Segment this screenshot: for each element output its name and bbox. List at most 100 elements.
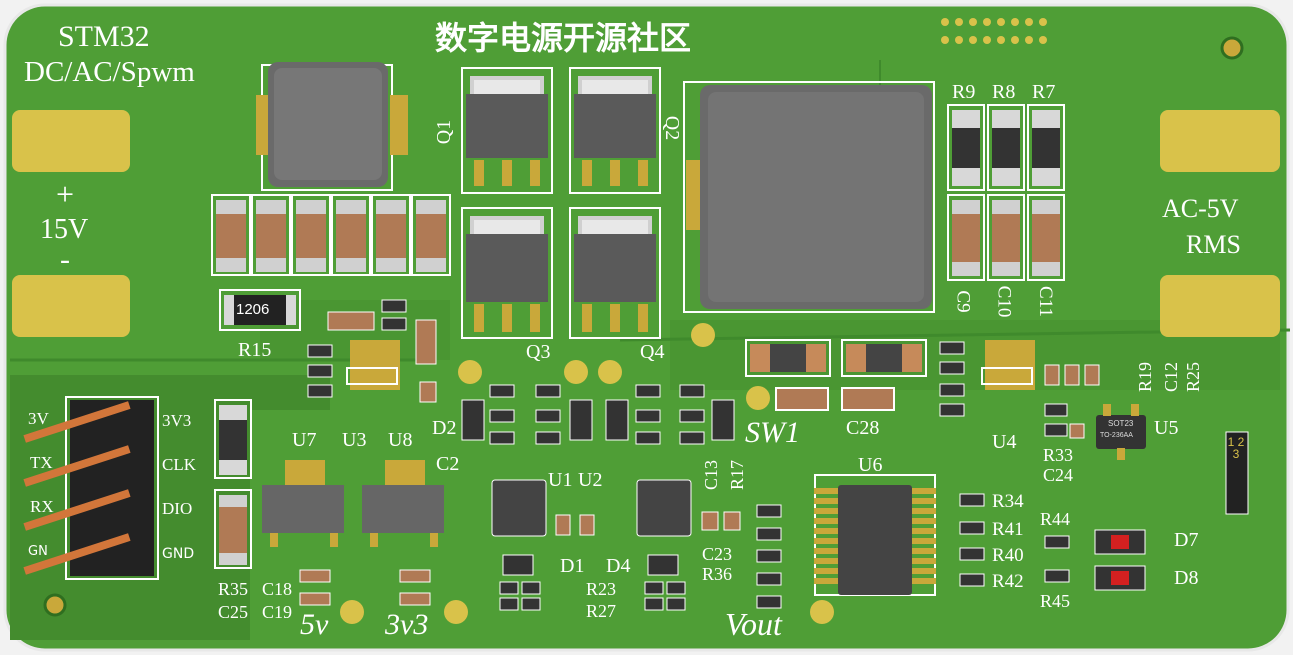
mounting-hole bbox=[43, 593, 67, 617]
capacitor-c28 bbox=[841, 387, 895, 411]
output-label-1: AC-5V bbox=[1162, 194, 1239, 223]
testpoint-5v-label: 5v bbox=[300, 608, 329, 641]
testpoint-5v bbox=[340, 600, 364, 624]
mounting-hole bbox=[1220, 36, 1244, 60]
label-r19: R19 bbox=[1135, 361, 1156, 393]
label-r25: R25 bbox=[1183, 361, 1204, 393]
label-r40: R40 bbox=[992, 545, 1024, 566]
header-right-pin-4: GND bbox=[162, 546, 195, 562]
testpoint-q3 bbox=[458, 360, 482, 384]
u5-marking-1: SOT23 bbox=[1108, 419, 1134, 428]
header-right-pin-2: CLK bbox=[162, 455, 196, 474]
transformer-pad bbox=[686, 160, 702, 230]
resistor-r15-outline bbox=[219, 289, 301, 331]
mosfet-q1 bbox=[461, 67, 553, 194]
pin-header-pins bbox=[23, 401, 131, 575]
ic-u5-pin bbox=[1117, 448, 1125, 460]
led-d8 bbox=[1094, 565, 1146, 591]
label-r7: R7 bbox=[1032, 81, 1056, 103]
inductor-sw-1 bbox=[745, 339, 831, 377]
label-r8: R8 bbox=[992, 81, 1016, 103]
label-c10: C10 bbox=[993, 285, 1015, 318]
label-u2: U2 bbox=[578, 469, 603, 491]
testpoint-q4 bbox=[598, 360, 622, 384]
input-minus-label: - bbox=[60, 243, 70, 276]
label-c24: C24 bbox=[1043, 465, 1074, 485]
ic-u6 bbox=[838, 485, 912, 595]
label-c19: C19 bbox=[262, 602, 293, 622]
mosfet-q2 bbox=[569, 67, 661, 194]
label-r41: R41 bbox=[992, 519, 1024, 540]
label-c9: C9 bbox=[952, 290, 974, 313]
label-u4: U4 bbox=[992, 431, 1017, 453]
ic-u6-pins bbox=[814, 488, 936, 584]
resistors-r7-r9 bbox=[947, 104, 1065, 191]
header-left-pin-2: TX bbox=[30, 453, 53, 472]
label-d7: D7 bbox=[1174, 529, 1199, 551]
label-c11: C11 bbox=[1034, 286, 1056, 317]
testpoint-3v3 bbox=[444, 600, 468, 624]
label-d8: D8 bbox=[1174, 567, 1199, 589]
label-r44: R44 bbox=[1040, 509, 1071, 529]
output-pad-1 bbox=[1160, 110, 1280, 172]
label-u8: U8 bbox=[388, 429, 413, 451]
ic-u5 bbox=[1096, 415, 1146, 449]
inductor-sw-1-core bbox=[770, 344, 806, 372]
testpoint-vout-label: Vout bbox=[725, 606, 782, 642]
led-d7-lens bbox=[1111, 535, 1129, 549]
label-u6: U6 bbox=[858, 454, 883, 476]
label-r33: R33 bbox=[1043, 445, 1074, 465]
mosfet-q4 bbox=[569, 207, 661, 339]
label-r23: R23 bbox=[586, 579, 617, 599]
inductor-sw-2 bbox=[841, 339, 927, 377]
header-right-pin-1: 3V3 bbox=[162, 411, 192, 430]
inductor-l1-pad bbox=[390, 95, 408, 155]
testpoint-q3b bbox=[564, 360, 588, 384]
ic-u1 bbox=[491, 479, 547, 537]
ic-u2 bbox=[636, 479, 692, 537]
brand-line-2: DC/AC/Spwm bbox=[24, 56, 195, 88]
label-d4: D4 bbox=[606, 555, 631, 577]
label-q4: Q4 bbox=[640, 341, 665, 363]
input-voltage-label: 15V bbox=[40, 214, 89, 245]
testpoint-vout bbox=[810, 600, 834, 624]
transformer-outline bbox=[683, 81, 935, 313]
label-c2: C2 bbox=[436, 453, 460, 475]
label-c28: C28 bbox=[846, 417, 880, 439]
input-pad-minus bbox=[12, 275, 130, 337]
transformer-top bbox=[708, 92, 924, 302]
inductor-sw-2-core bbox=[866, 344, 902, 372]
regulator-u7 bbox=[262, 460, 344, 547]
capacitor-left-2-cap bbox=[219, 553, 247, 565]
header-right-pin-3: DIO bbox=[162, 499, 193, 518]
label-r42: R42 bbox=[992, 571, 1024, 592]
resistor-r15-body bbox=[234, 295, 286, 325]
header-left-pin-4: GN bbox=[28, 544, 48, 559]
capacitor-left-2-cap bbox=[219, 495, 247, 507]
capacitor-left-1 bbox=[214, 399, 252, 479]
r15-marking: 1206 bbox=[236, 301, 270, 318]
capacitor-left-1-core bbox=[219, 420, 247, 460]
input-plus-label: + bbox=[56, 176, 75, 212]
label-r27: R27 bbox=[586, 601, 617, 621]
label-q2: Q2 bbox=[661, 115, 684, 141]
capacitor-left-2 bbox=[214, 489, 252, 569]
smd-small-parts bbox=[299, 299, 1100, 611]
label-q3: Q3 bbox=[526, 341, 551, 363]
header-left-pin-3: RX bbox=[30, 497, 54, 516]
ic-u5-pin bbox=[1103, 404, 1111, 416]
jumper-header bbox=[1225, 431, 1249, 515]
label-c18: C18 bbox=[262, 579, 293, 599]
output-pad-2 bbox=[1160, 275, 1280, 337]
label-u3: U3 bbox=[342, 429, 367, 451]
label-r36: R36 bbox=[702, 564, 733, 584]
label-u1: U1 bbox=[548, 469, 573, 491]
label-u7: U7 bbox=[292, 429, 317, 451]
output-label-2: RMS bbox=[1186, 230, 1241, 259]
label-r9: R9 bbox=[952, 81, 976, 103]
capacitors-c9-c11 bbox=[947, 194, 1065, 281]
label-d2: D2 bbox=[432, 417, 457, 439]
label-c12: C12 bbox=[1161, 361, 1182, 393]
testpoint-sw1 bbox=[746, 386, 770, 410]
